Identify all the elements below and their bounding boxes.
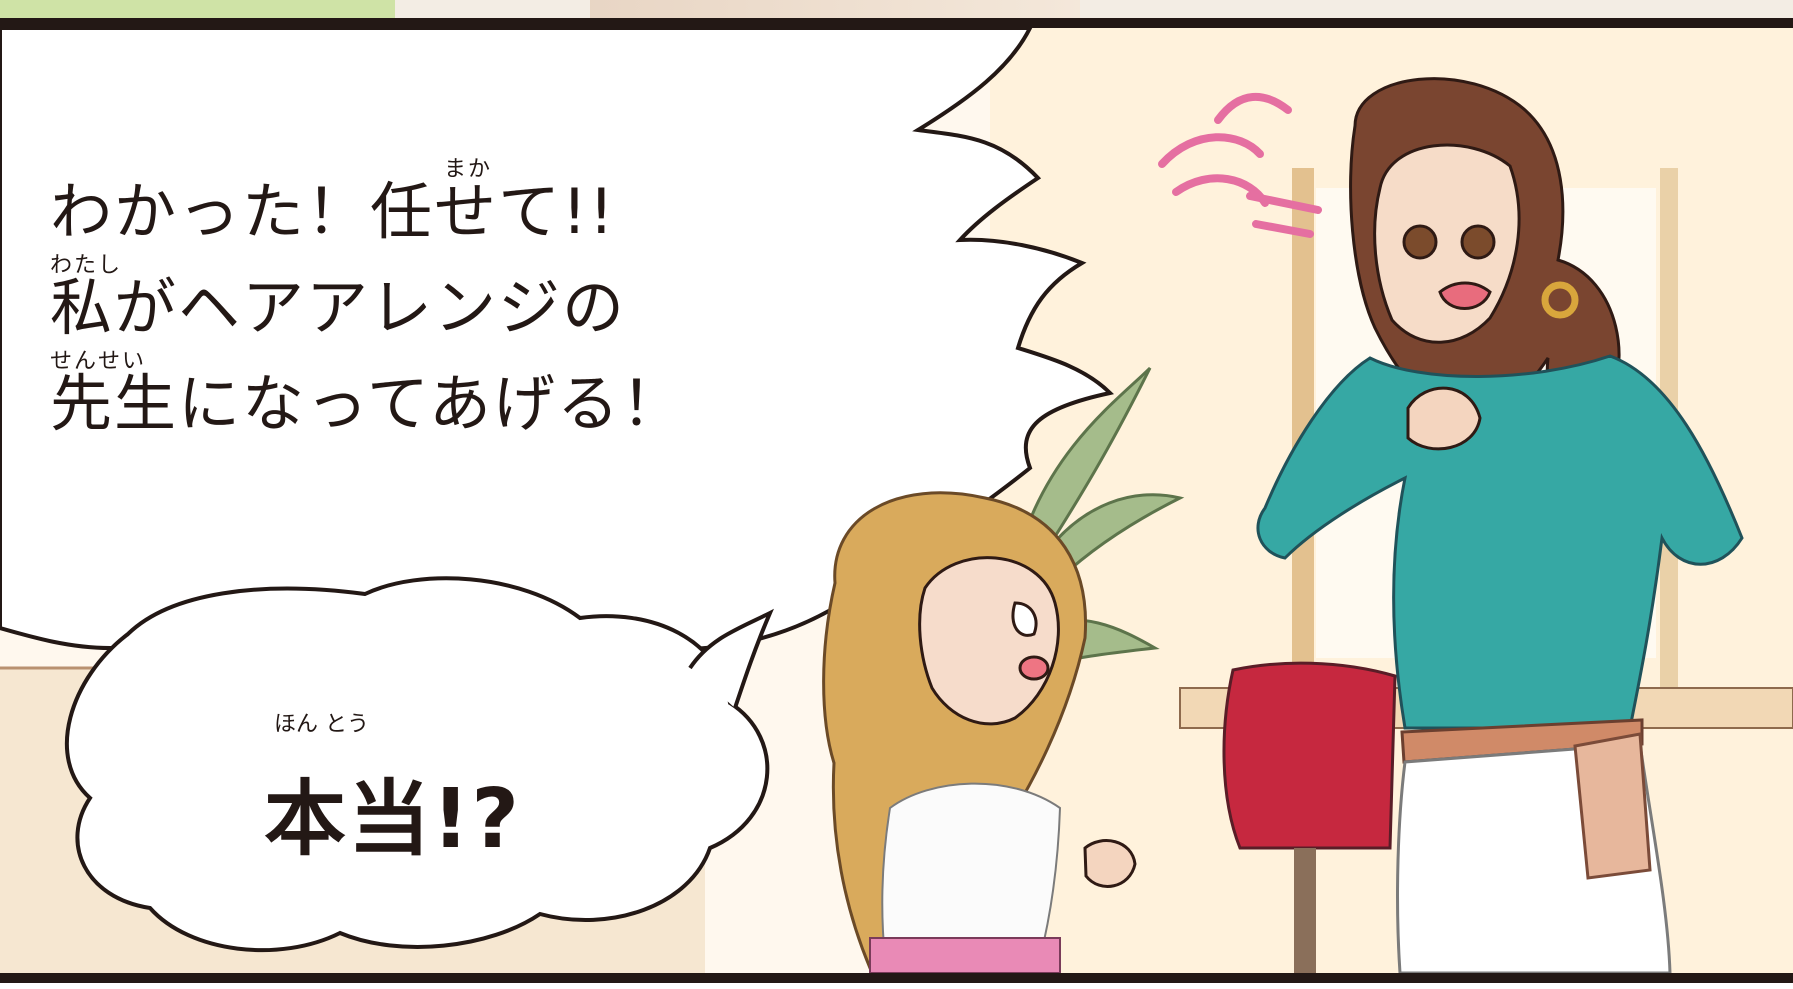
bottom-bubble-tail bbox=[688, 608, 774, 709]
woman-left-eye bbox=[1402, 224, 1438, 260]
child-eye bbox=[1011, 601, 1038, 637]
child-pink-skirt bbox=[869, 937, 1061, 973]
woman-raised-fist bbox=[1406, 386, 1482, 451]
panel-illustration bbox=[0, 28, 1793, 973]
child-face bbox=[918, 556, 1060, 726]
adult-woman-character bbox=[1256, 77, 1744, 973]
emotion-effect-lines bbox=[1158, 93, 1322, 238]
speech-bubble-bottom bbox=[64, 576, 770, 953]
ruby-watashi: わたし bbox=[50, 253, 123, 278]
speech-line-2: わたし 私がヘアアレンジの bbox=[50, 253, 685, 356]
child-character bbox=[822, 491, 1137, 973]
previous-panel-green-area bbox=[0, 0, 395, 18]
woman-earring bbox=[1541, 281, 1579, 319]
woman-mouth bbox=[1438, 281, 1492, 310]
child-mouth bbox=[1018, 655, 1050, 681]
door-frame-left bbox=[1292, 168, 1314, 668]
chair-pole bbox=[1294, 848, 1316, 973]
previous-panel-art-fragment bbox=[590, 0, 1080, 18]
woman-tool-pouch bbox=[1573, 732, 1652, 880]
woman-teal-top bbox=[1256, 354, 1744, 730]
speech-bubble-bottom-text: 本当!? bbox=[264, 772, 521, 867]
child-top bbox=[881, 782, 1062, 959]
red-chair bbox=[1222, 661, 1397, 850]
woman-right-eye bbox=[1460, 224, 1496, 260]
speech-line-3: せんせい 先生になってあげる！ bbox=[50, 349, 685, 452]
speech-line-1: まか わかった！任せて!! bbox=[50, 157, 685, 260]
comic-panel: まか わかった！任せて!! わたし 私がヘアアレンジの せんせい 先生になってあ… bbox=[0, 18, 1793, 983]
ruby-hontou: ほん とう bbox=[274, 712, 369, 737]
child-fist bbox=[1083, 839, 1137, 888]
speech-bubble-main-text: まか わかった！任せて!! わたし 私がヘアアレンジの せんせい 先生になってあ… bbox=[50, 157, 685, 452]
ruby-maka: まか bbox=[444, 157, 493, 182]
ruby-sensei: せんせい bbox=[50, 349, 147, 374]
